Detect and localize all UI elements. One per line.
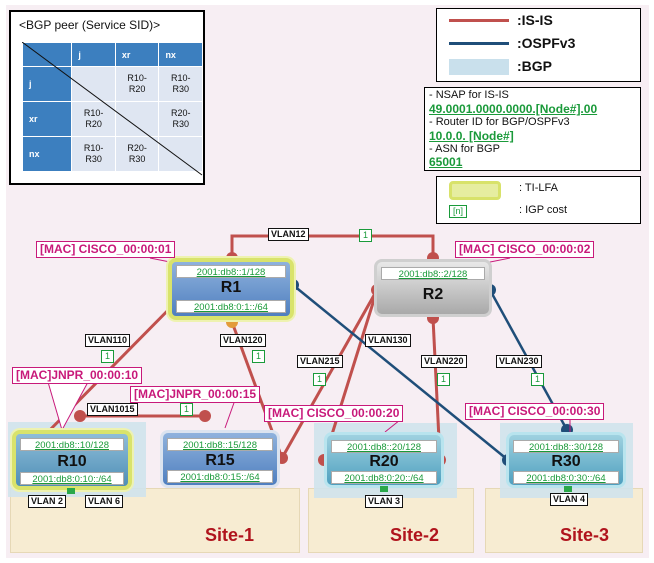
isis-legend-line bbox=[449, 19, 509, 22]
rid-value: 10.0.0. [Node#] bbox=[429, 129, 514, 143]
tilfa-label: : TI-LFA bbox=[519, 182, 558, 194]
asn-label: - ASN for BGP bbox=[429, 143, 500, 155]
r10-name: R10 bbox=[57, 453, 87, 470]
r10-lan: 2001:db8:0:10::/64 bbox=[20, 472, 124, 485]
r1-loopback: 2001:db8::1/128 bbox=[176, 265, 286, 278]
r2-loopback: 2001:db8::2/128 bbox=[381, 267, 485, 280]
nsap-value: 49.0001.0000.0000.[Node#].00 bbox=[429, 102, 598, 116]
igp-cost-sample: [n] bbox=[449, 205, 468, 218]
vlan-label: VLAN220 bbox=[421, 355, 467, 368]
table-cell: R10- R20 bbox=[114, 66, 160, 102]
col-header: nx bbox=[158, 42, 203, 67]
r10-loopback: 2001:db8::10/128 bbox=[20, 438, 124, 451]
bgp-peer-table: j xr nx j R10- R20 R10- R30 xr R10- R20 … bbox=[21, 42, 203, 172]
vlan-label: VLAN12 bbox=[268, 228, 309, 241]
vlan-label: VLAN 6 bbox=[85, 495, 124, 508]
bgp-peer-title: <BGP peer (Service SID)> bbox=[19, 18, 161, 32]
table-cell: R10- R30 bbox=[158, 66, 203, 102]
table-cell: R10- R30 bbox=[71, 136, 116, 172]
table-diagonal bbox=[22, 42, 203, 176]
link-r1-r2 bbox=[230, 234, 435, 258]
r1-lan: 2001:db8:0:1::/64 bbox=[176, 300, 286, 313]
isis-legend-label: :IS-IS bbox=[517, 12, 553, 28]
vlan-label: VLAN230 bbox=[496, 355, 542, 368]
tilfa-legend: : TI-LFA [n] : IGP cost bbox=[436, 176, 641, 224]
r10-mac-label: [MAC]JNPR_00:00:10 bbox=[12, 367, 143, 384]
col-header: j bbox=[71, 42, 116, 67]
r2-mac-label: [MAC] CISCO_00:00:02 bbox=[455, 241, 595, 258]
link-r1-r30 bbox=[292, 284, 509, 461]
table-cell bbox=[158, 136, 203, 172]
igp-cost-badge: 1 bbox=[180, 403, 194, 416]
bgp-peer-panel: <BGP peer (Service SID)> j xr nx j R10- … bbox=[9, 10, 205, 185]
nsap-label: - NSAP for IS-IS bbox=[429, 89, 509, 101]
r30-port bbox=[564, 486, 572, 492]
r30-lan: 2001:db8:0:30::/64 bbox=[513, 471, 619, 484]
r10-callout-pointer bbox=[47, 381, 89, 432]
r15-name: R15 bbox=[205, 452, 235, 469]
igp-cost-badge: 1 bbox=[313, 373, 327, 386]
vlan-label: VLAN130 bbox=[365, 334, 411, 347]
r10-port bbox=[67, 488, 75, 494]
link-r2-r15 bbox=[280, 289, 379, 459]
bgp-legend-swatch bbox=[449, 59, 509, 75]
col-header: xr bbox=[114, 42, 160, 67]
asn-value: 65001 bbox=[429, 155, 463, 169]
table-cell bbox=[71, 66, 116, 102]
router-r30[interactable]: 2001:db8::30/128 R30 2001:db8:0:30::/64 bbox=[506, 432, 626, 488]
r30-name: R30 bbox=[551, 453, 581, 470]
r1-name: R1 bbox=[220, 279, 242, 296]
link-r2-r20-a bbox=[322, 289, 379, 461]
router-r2[interactable]: 2001:db8::2/128 R2 bbox=[374, 259, 492, 317]
table-cell: R10- R20 bbox=[71, 101, 116, 137]
site-3-label: Site-3 bbox=[560, 525, 610, 545]
vlan-label: VLAN1015 bbox=[87, 403, 138, 416]
router-r20[interactable]: 2001:db8::20/128 R20 2001:db8:0:20::/64 bbox=[324, 432, 444, 488]
tilfa-swatch bbox=[449, 181, 501, 200]
site-2-label: Site-2 bbox=[390, 525, 440, 545]
table-cell bbox=[114, 101, 160, 137]
vlan-label: VLAN110 bbox=[85, 334, 131, 347]
addressing-info: - NSAP for IS-IS 49.0001.0000.0000.[Node… bbox=[424, 87, 641, 171]
r15-loopback: 2001:db8::15/128 bbox=[167, 438, 273, 451]
vlan-label: VLAN120 bbox=[220, 334, 266, 347]
igp-cost-label: : IGP cost bbox=[519, 204, 568, 216]
row-header: j bbox=[21, 66, 73, 102]
igp-cost-badge: 1 bbox=[531, 373, 545, 386]
r20-port bbox=[380, 486, 388, 492]
bgp-legend-label: :BGP bbox=[517, 58, 552, 74]
table-corner bbox=[21, 42, 73, 67]
vlan-label: VLAN 2 bbox=[28, 495, 67, 508]
r30-loopback: 2001:db8::30/128 bbox=[513, 440, 619, 453]
router-r1[interactable]: 2001:db8::1/128 R1 2001:db8:0:1::/64 bbox=[168, 258, 294, 320]
protocol-legend: :IS-IS :OSPFv3 :BGP bbox=[436, 8, 641, 82]
ospf-legend-label: :OSPFv3 bbox=[517, 35, 576, 51]
igp-cost-badge: 1 bbox=[359, 229, 373, 242]
igp-cost-badge: 1 bbox=[252, 350, 266, 363]
site-1-label: Site-1 bbox=[205, 525, 255, 545]
ospf-legend-line bbox=[449, 42, 509, 45]
row-header: nx bbox=[21, 136, 73, 172]
r30-mac-label: [MAC] CISCO_00:00:30 bbox=[465, 403, 605, 420]
r20-lan: 2001:db8:0:20::/64 bbox=[331, 471, 437, 484]
table-cell: R20- R30 bbox=[158, 101, 203, 137]
vlan-label: VLAN215 bbox=[297, 355, 343, 368]
r15-mac-label: [MAC]JNPR_00:00:15 bbox=[130, 386, 261, 403]
r2-name: R2 bbox=[422, 286, 444, 303]
r20-name: R20 bbox=[369, 453, 399, 470]
vlan-label: VLAN 3 bbox=[365, 495, 404, 508]
table-cell: R20- R30 bbox=[114, 136, 160, 172]
r20-loopback: 2001:db8::20/128 bbox=[331, 440, 437, 453]
router-r15[interactable]: 2001:db8::15/128 R15 2001:db8:0:15::/64 bbox=[160, 430, 280, 488]
r1-mac-label: [MAC] CISCO_00:00:01 bbox=[36, 241, 176, 258]
igp-cost-badge: 1 bbox=[101, 350, 115, 363]
router-r10[interactable]: 2001:db8::10/128 R10 2001:db8:0:10::/64 bbox=[12, 430, 132, 490]
vlan-label: VLAN 4 bbox=[550, 493, 589, 506]
r15-lan: 2001:db8:0:15::/64 bbox=[167, 470, 273, 483]
r20-mac-label: [MAC] CISCO_00:00:20 bbox=[264, 405, 404, 422]
igp-cost-badge: 1 bbox=[437, 373, 451, 386]
rid-label: - Router ID for BGP/OSPFv3 bbox=[429, 116, 570, 128]
